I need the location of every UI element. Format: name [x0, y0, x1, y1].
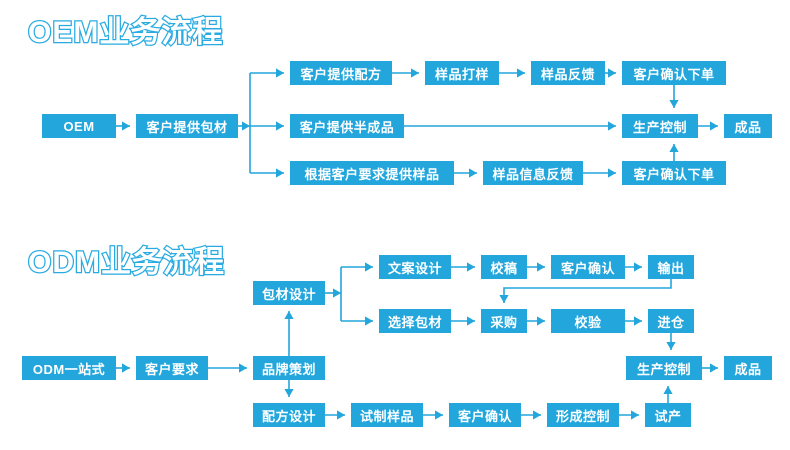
conn-oem-start-to-packaging	[116, 121, 130, 131]
odm-choose-pack[interactable]: 选择包材	[379, 309, 451, 333]
odm-trial-run[interactable]: 试产	[645, 403, 691, 427]
odm-output[interactable]: 输出	[648, 255, 694, 279]
conn-odm-packdesign-to-branch	[325, 288, 341, 298]
conn-oem-sampling-to-feedback	[499, 68, 525, 78]
section-title-oem: OEM业务流程	[27, 16, 224, 49]
conn-odm-production-to-finished	[702, 363, 718, 373]
conn-oem-semi-to-production	[404, 121, 616, 131]
conn-oem-branch-to-sample-req	[250, 168, 284, 178]
odm-client-confirm-2[interactable]: 客户确认	[449, 403, 521, 427]
odm-pack-design[interactable]: 包材设计	[253, 281, 325, 305]
oem-sample-feedback[interactable]: 样品反馈	[531, 61, 605, 85]
oem-semi-finished[interactable]: 客户提供半成品	[290, 114, 404, 138]
conn-odm-confirm-to-output	[625, 262, 642, 272]
conn-oem-info-to-confirm2	[583, 168, 616, 178]
oem-packaging[interactable]: 客户提供包材	[136, 114, 238, 138]
oem-sampling[interactable]: 样品打样	[425, 61, 499, 85]
odm-start[interactable]: ODM一站式	[22, 356, 116, 380]
odm-client-request[interactable]: 客户要求	[136, 356, 208, 380]
conn-odm-branch-to-copy	[341, 262, 373, 272]
conn-odm-confirm-to-formcontrol	[521, 410, 541, 420]
conn-oem-confirm2-up	[669, 144, 679, 161]
conn-oem-branch-to-formula	[250, 68, 284, 78]
oem-sample-info[interactable]: 样品信息反馈	[483, 161, 583, 185]
oem-confirm-order-2[interactable]: 客户确认下单	[622, 161, 726, 185]
conn-odm-copy-to-proofread	[451, 262, 475, 272]
odm-copy-design[interactable]: 文案设计	[379, 255, 451, 279]
conn-oem-packaging-to-branch	[238, 121, 250, 131]
odm-formula-design[interactable]: 配方设计	[253, 403, 325, 427]
conn-odm-proofread-to-confirm	[527, 262, 545, 272]
odm-production[interactable]: 生产控制	[626, 356, 702, 380]
odm-brand-planning[interactable]: 品牌策划	[253, 356, 325, 380]
odm-trial-sample[interactable]: 试制样品	[351, 403, 423, 427]
conn-odm-verify-to-warehouse	[625, 316, 642, 326]
conn-odm-choosepack-to-purchase	[451, 316, 475, 326]
conn-odm-trialsample-to-confirm	[423, 410, 443, 420]
conn-odm-branch-to-choosepack	[341, 316, 373, 326]
conn-oem-production-to-finished	[698, 121, 718, 131]
conn-oem-samplereq-to-info	[454, 168, 477, 178]
conn-odm-trialrun-up	[663, 386, 673, 403]
conn-odm-request-to-brand	[208, 363, 247, 373]
conn-oem-confirm1-down	[669, 85, 679, 108]
conn-odm-output-to-purchase	[499, 279, 672, 303]
section-title-odm: ODM业务流程	[27, 246, 226, 279]
conn-odm-warehouse-down	[666, 333, 676, 350]
odm-client-confirm-1[interactable]: 客户确认	[551, 255, 625, 279]
conn-odm-start-to-request	[116, 363, 130, 373]
conn-odm-brand-to-packdesign	[284, 311, 294, 356]
odm-form-control[interactable]: 形成控制	[547, 403, 619, 427]
oem-start[interactable]: OEM	[42, 114, 116, 138]
odm-warehouse[interactable]: 进仓	[648, 309, 694, 333]
conn-odm-formula-to-trialsample	[325, 410, 345, 420]
odm-finished[interactable]: 成品	[724, 356, 772, 380]
conn-odm-formcontrol-to-trialrun	[619, 410, 639, 420]
odm-proofread[interactable]: 校稿	[481, 255, 527, 279]
oem-confirm-order-1[interactable]: 客户确认下单	[622, 61, 726, 85]
conn-oem-feedback-to-confirm	[605, 68, 616, 78]
conn-oem-formula-to-sampling	[392, 68, 419, 78]
oem-production[interactable]: 生产控制	[622, 114, 698, 138]
odm-purchase[interactable]: 采购	[481, 309, 527, 333]
conn-odm-brand-to-formula	[284, 380, 294, 397]
oem-formula[interactable]: 客户提供配方	[290, 61, 392, 85]
conn-oem-branch-to-semi	[250, 121, 284, 131]
conn-odm-purchase-to-verify	[527, 316, 545, 326]
odm-verify[interactable]: 校验	[551, 309, 625, 333]
oem-finished[interactable]: 成品	[724, 114, 772, 138]
oem-sample-by-req[interactable]: 根据客户要求提供样品	[290, 161, 454, 185]
